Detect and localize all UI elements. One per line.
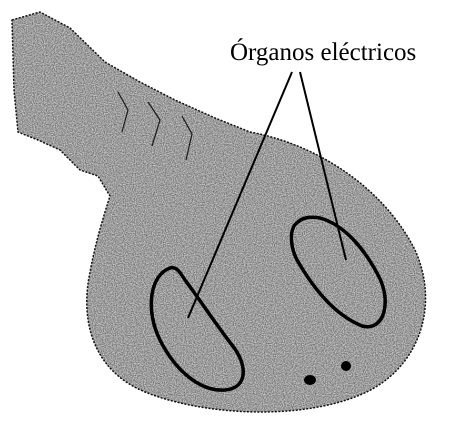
organs-label: Órganos eléctricos <box>230 38 416 66</box>
spot-1 <box>304 375 316 385</box>
spot-2 <box>341 361 351 371</box>
